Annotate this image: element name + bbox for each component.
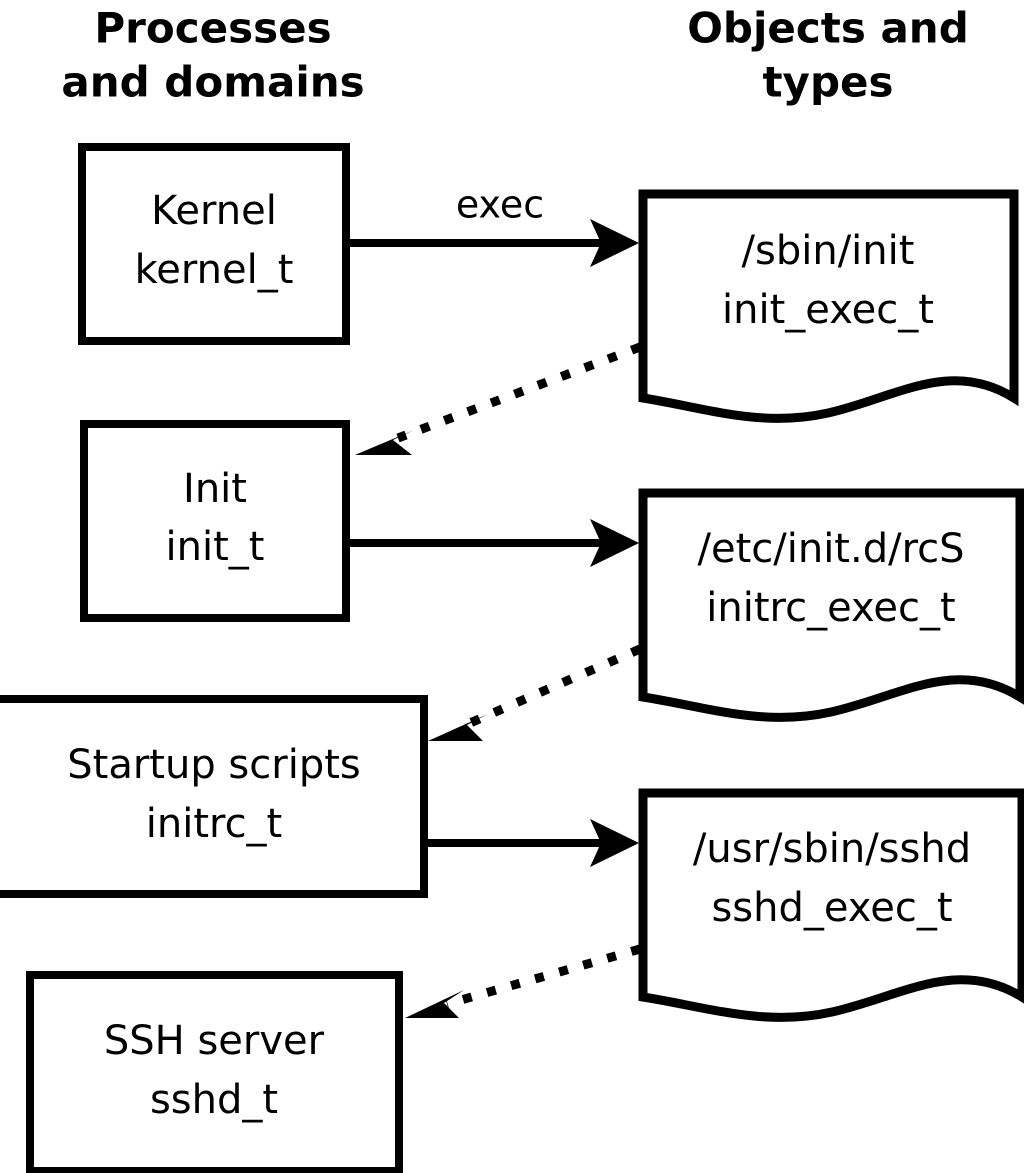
node-initrc-exec[interactable]: /etc/init.d/rcS initrc_exec_t xyxy=(638,488,1024,722)
node-sshd[interactable]: SSH server sshd_t xyxy=(26,971,403,1173)
edge-initrc-exec-transition-initrc-line xyxy=(468,644,642,728)
edge-kernel-exec-init-arrowhead xyxy=(590,219,639,267)
node-kernel-box[interactable] xyxy=(78,143,350,345)
node-initrc[interactable]: Startup scripts initrc_t xyxy=(0,695,428,898)
edge-init-exec-transition-init xyxy=(355,342,642,455)
node-sshd-box[interactable] xyxy=(26,971,403,1173)
edge-initrc-exec-sshd-arrowhead xyxy=(590,819,639,867)
node-initrc-exec-line2: initrc_exec_t xyxy=(706,585,955,631)
node-init-exec-line1: /sbin/init xyxy=(742,228,915,274)
column-header-objects-line2: types xyxy=(762,58,893,107)
edge-initrc-exec-sshd xyxy=(428,819,639,867)
edge-kernel-exec-init: exec xyxy=(350,183,639,267)
edge-sshd-exec-transition-sshd xyxy=(405,944,642,1018)
node-sshd-exec-line1: /usr/sbin/sshd xyxy=(693,826,971,872)
column-header-processes-line1: Processes xyxy=(94,4,331,53)
node-sshd-line2: sshd_t xyxy=(150,1077,278,1123)
node-init-line2: init_t xyxy=(166,524,265,570)
column-header-processes: Processes and domains xyxy=(61,4,364,107)
column-header-processes-line2: and domains xyxy=(61,58,364,107)
node-init-box[interactable] xyxy=(80,420,350,622)
node-init-line1: Init xyxy=(183,466,247,512)
column-header-objects-line1: Objects and xyxy=(687,4,969,53)
node-init-exec-document[interactable] xyxy=(638,189,1019,423)
node-sshd-exec-document[interactable] xyxy=(638,788,1024,1022)
node-init-exec-line2: init_exec_t xyxy=(722,287,934,333)
edge-sshd-exec-transition-sshd-line xyxy=(445,944,642,1009)
edge-initrc-exec-transition-initrc-arrowhead xyxy=(428,714,488,741)
node-initrc-exec-line1: /etc/init.d/rcS xyxy=(697,526,964,572)
node-sshd-exec-line2: sshd_exec_t xyxy=(711,885,952,931)
node-init-exec[interactable]: /sbin/init init_exec_t xyxy=(638,189,1019,423)
edge-init-exec-initrc xyxy=(350,519,639,567)
node-kernel[interactable]: Kernel kernel_t xyxy=(78,143,350,345)
node-sshd-exec[interactable]: /usr/sbin/sshd sshd_exec_t xyxy=(638,788,1024,1022)
node-initrc-exec-document[interactable] xyxy=(638,488,1024,722)
node-initrc-line1: Startup scripts xyxy=(67,742,360,788)
node-initrc-line2: initrc_t xyxy=(146,801,283,847)
edge-init-exec-transition-init-arrowhead xyxy=(355,430,414,455)
edge-init-exec-initrc-arrowhead xyxy=(590,519,639,567)
node-initrc-box[interactable] xyxy=(0,695,428,898)
column-header-objects: Objects and types xyxy=(687,4,969,107)
node-kernel-line1: Kernel xyxy=(151,188,277,234)
edge-label-exec: exec xyxy=(456,183,544,227)
node-sshd-line1: SSH server xyxy=(104,1018,325,1064)
node-init[interactable]: Init init_t xyxy=(80,420,350,622)
edge-sshd-exec-transition-sshd-arrowhead xyxy=(405,990,464,1018)
node-kernel-line2: kernel_t xyxy=(135,247,294,293)
edge-init-exec-transition-init-line xyxy=(396,342,642,443)
edge-initrc-exec-transition-initrc xyxy=(428,644,642,741)
